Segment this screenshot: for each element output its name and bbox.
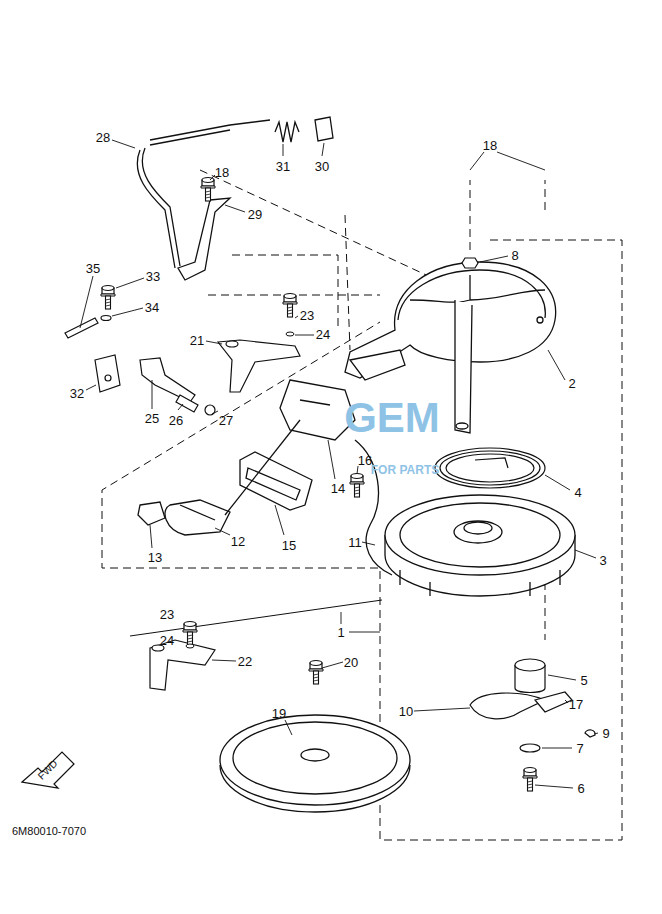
callout-number: 24: [316, 328, 330, 341]
callout-number: 25: [145, 412, 159, 425]
callout-number: 6: [577, 782, 584, 795]
callout-number: 30: [315, 160, 329, 173]
callout-number: 8: [511, 249, 518, 262]
direction-label: FWD: [36, 758, 59, 781]
callout-number: 5: [580, 674, 587, 687]
callout-number: 32: [70, 387, 84, 400]
drawing-code: 6M80010-7070: [12, 826, 86, 837]
callout-number: 26: [169, 414, 183, 427]
callout-number: 9: [602, 727, 609, 740]
callout-number: 4: [574, 486, 581, 499]
callout-number: 31: [276, 160, 290, 173]
watermark: FOR PARTS: [371, 464, 439, 476]
callout-number: 23: [300, 309, 314, 322]
callout-number: 23: [160, 608, 174, 621]
callout-number: 13: [148, 551, 162, 564]
callout-number: 27: [219, 414, 233, 427]
callout-number: 18: [215, 166, 229, 179]
callout-number: 7: [576, 742, 583, 755]
callout-number: 14: [331, 482, 345, 495]
callout-number: 24: [160, 634, 174, 647]
callout-number: 3: [599, 554, 606, 567]
callout-number: 10: [399, 705, 413, 718]
callout-number: 21: [190, 334, 204, 347]
callout-number: 22: [238, 655, 252, 668]
callout-number: 20: [344, 656, 358, 669]
callout-number: 19: [272, 707, 286, 720]
callout-number: 2: [568, 377, 575, 390]
callout-number: 15: [282, 539, 296, 552]
callout-number: 35: [86, 262, 100, 275]
watermark: GEM: [344, 397, 440, 439]
callout-number: 16: [358, 454, 372, 467]
callout-number: 11: [348, 536, 362, 549]
callout-number: 18: [483, 139, 497, 152]
callout-number: 29: [248, 208, 262, 221]
callout-number: 28: [96, 131, 110, 144]
callout-number: 1: [337, 626, 344, 639]
callout-number: 34: [145, 301, 159, 314]
callout-number: 33: [146, 270, 160, 283]
callout-number: 17: [569, 698, 583, 711]
callout-number: 12: [231, 535, 245, 548]
